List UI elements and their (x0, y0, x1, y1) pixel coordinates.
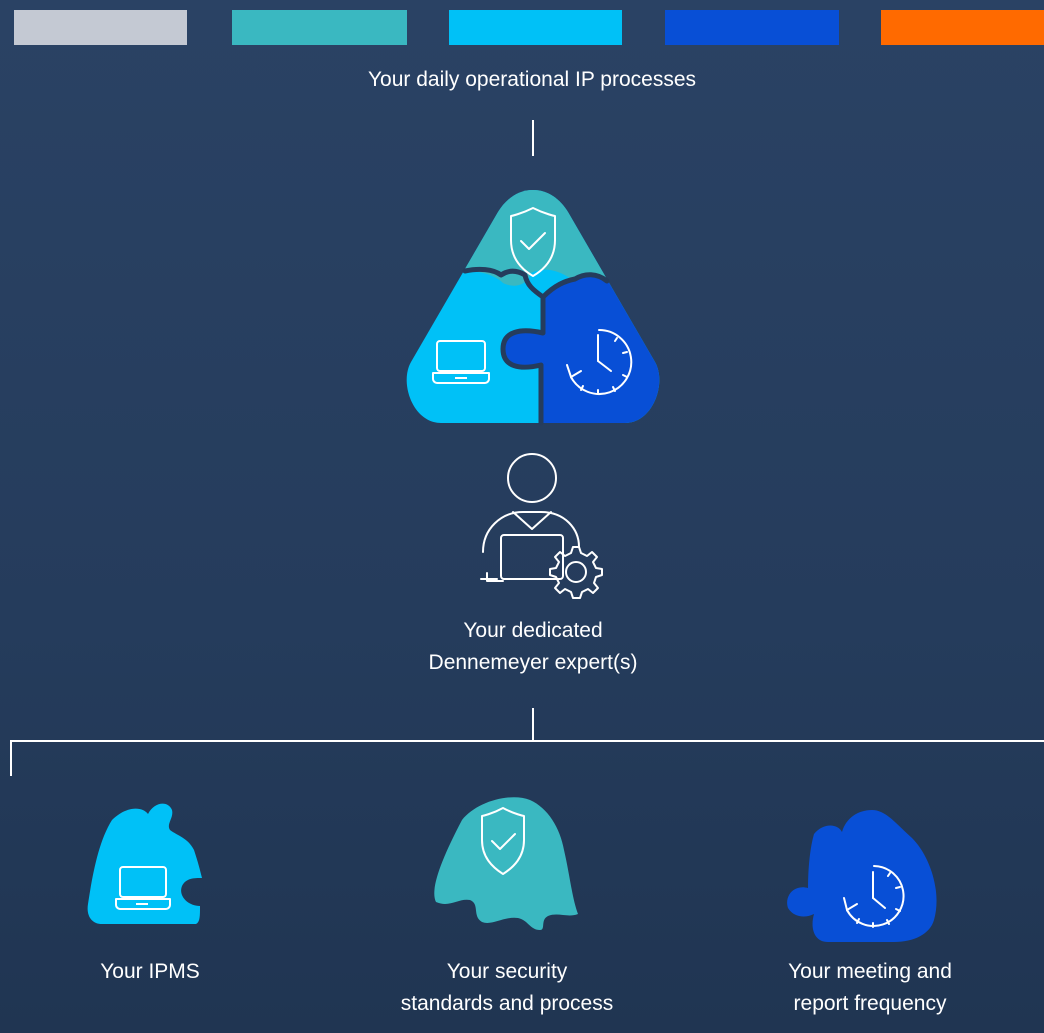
clock-icon (566, 328, 633, 395)
puzzle-triangle (406, 190, 660, 426)
puzzle-piece-teal (406, 190, 660, 286)
laptop-icon (115, 866, 171, 910)
laptop-icon (432, 340, 490, 384)
diagram-heading: Your daily operational IP processes (367, 68, 697, 91)
meeting-label-line2: report frequency (793, 992, 947, 1015)
color-bar-gray (14, 10, 187, 45)
expert-label-line1: Your dedicated (463, 619, 603, 642)
security-puzzle-piece (434, 797, 578, 930)
shield-check-icon (481, 807, 525, 875)
expert-person-icon (480, 453, 603, 599)
color-bar-cyan (449, 10, 622, 45)
clock-icon (843, 865, 905, 928)
shield-check-icon (510, 207, 556, 277)
color-bar-teal (232, 10, 407, 45)
expert-label-line2: Dennemeyer expert(s) (428, 651, 638, 674)
color-bar-orange (881, 10, 1044, 45)
color-bar-blue (665, 10, 839, 45)
security-label-line1: Your security (446, 960, 568, 983)
ipms-puzzle-piece (87, 803, 202, 924)
ipms-label: Your IPMS (100, 960, 200, 983)
meeting-label-line1: Your meeting and (788, 960, 952, 983)
security-label-line2: standards and process (400, 992, 614, 1015)
meeting-puzzle-piece (787, 810, 937, 942)
